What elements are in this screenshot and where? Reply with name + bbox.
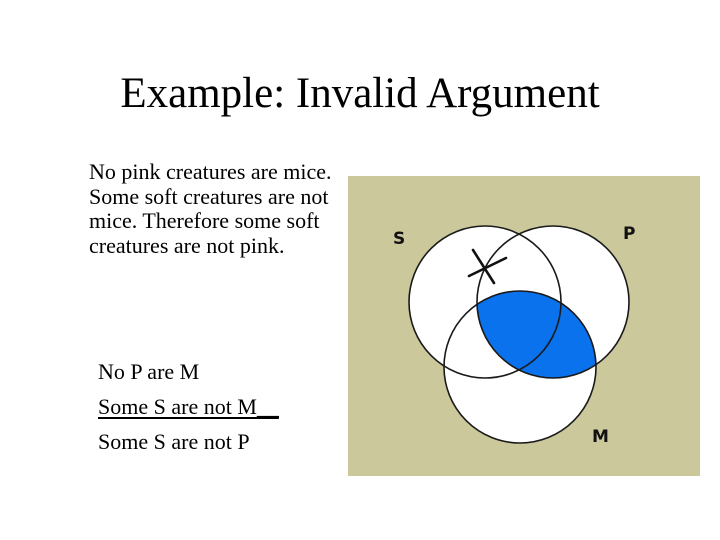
circle-p — [476, 225, 630, 379]
venn-diagram: S P M — [348, 176, 700, 476]
major-premise: No P are M — [98, 359, 200, 384]
circle-s — [408, 225, 562, 379]
circle-m — [443, 290, 597, 444]
slide-title: Example: Invalid Argument — [120, 70, 600, 117]
label-m: M — [592, 427, 609, 447]
conclusion: Some S are not P — [98, 429, 250, 454]
label-p: P — [623, 224, 635, 244]
x-mark-icon — [467, 248, 508, 285]
label-s: S — [393, 229, 405, 249]
argument-text: No pink creatures are mice. Some soft cr… — [89, 159, 332, 258]
minor-premise: Some S are not M__ — [98, 394, 279, 419]
syllogism: No P are M Some S are not M__ Some S are… — [98, 354, 279, 459]
